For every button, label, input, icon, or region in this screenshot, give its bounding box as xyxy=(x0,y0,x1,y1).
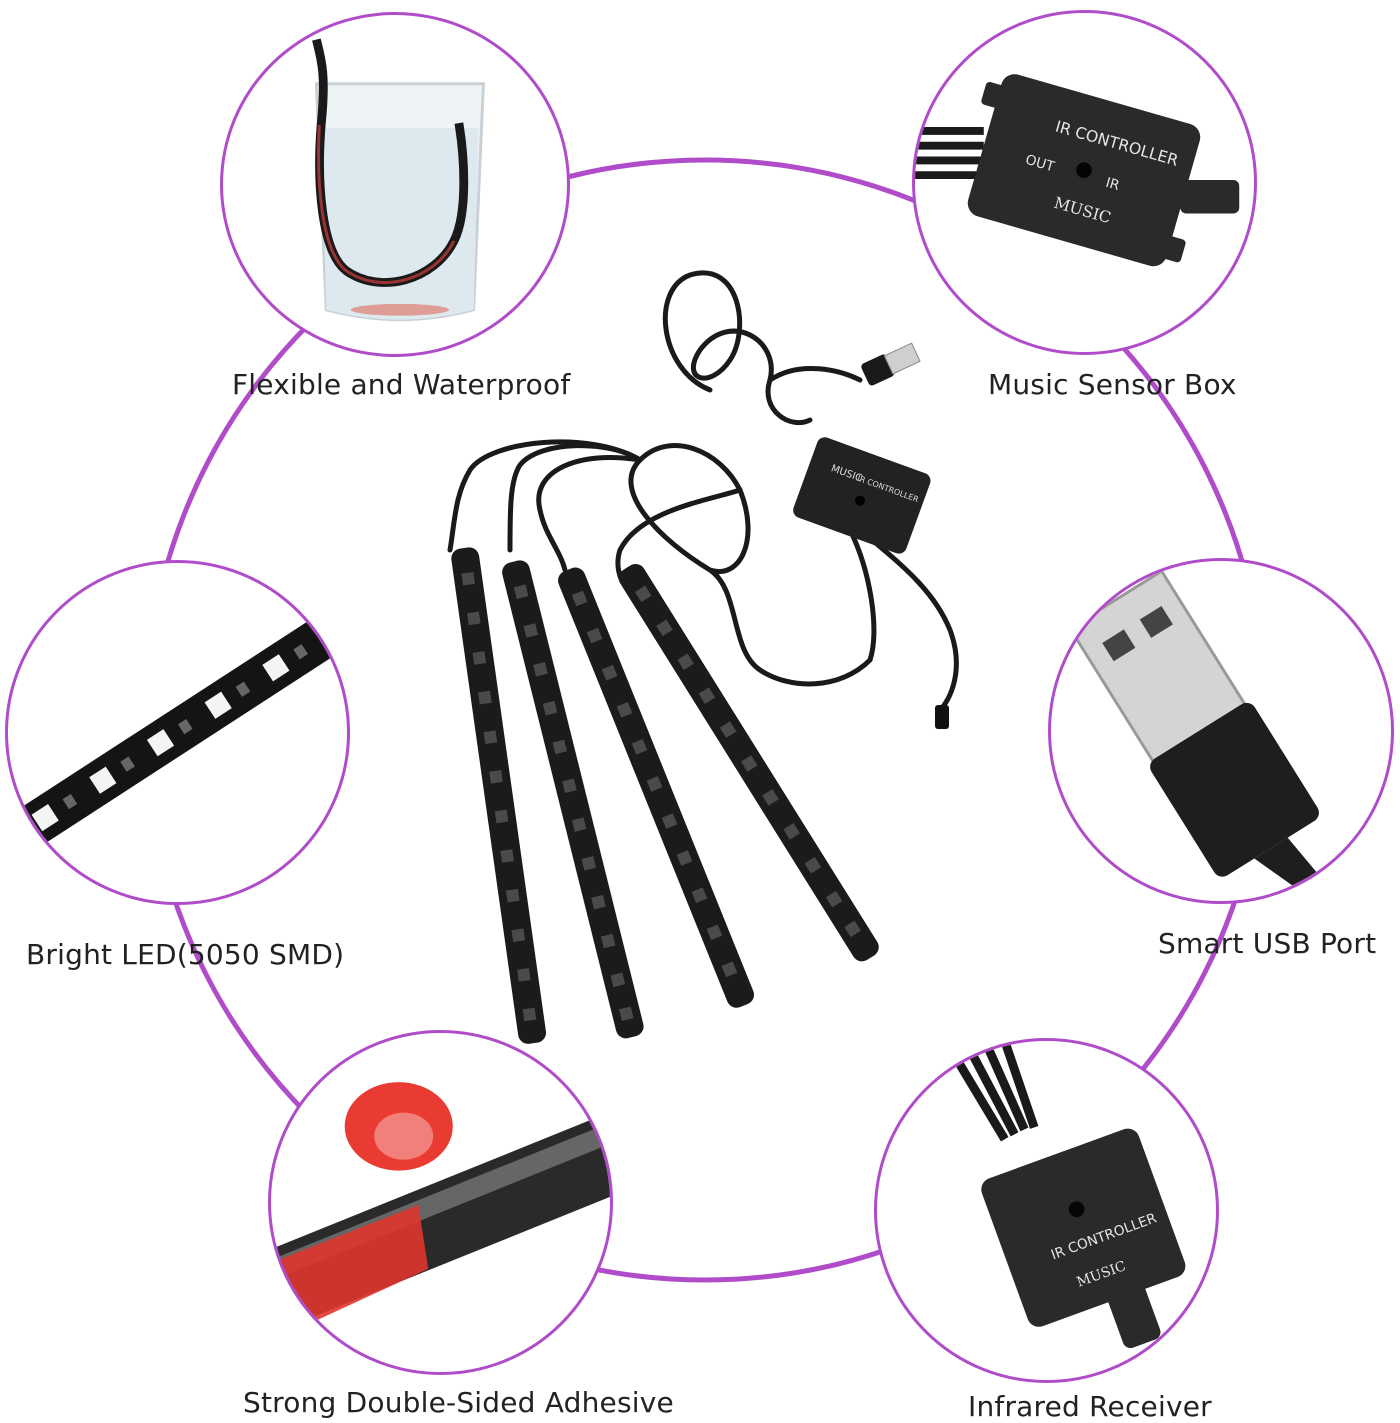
adhesive-feature-circle xyxy=(268,1030,613,1375)
controller-box: MUSIC IR CONTROLLER xyxy=(793,437,931,554)
music-box-label: Music Sensor Box xyxy=(988,368,1237,401)
usb-label: Smart USB Port xyxy=(1158,927,1377,960)
led-bars xyxy=(451,547,879,1044)
music-box-feature-circle: IR CONTROLLER OUT IR MUSIC xyxy=(912,10,1257,355)
adhesive-label: Strong Double-Sided Adhesive xyxy=(243,1386,674,1419)
usb-plug xyxy=(861,342,921,386)
glass-of-water-icon xyxy=(312,38,485,322)
box-ir-text: IR xyxy=(1104,175,1122,194)
adhesive-tape-icon xyxy=(271,1082,610,1346)
ir-receiver-icon: IR CONTROLLER MUSIC xyxy=(941,1041,1186,1349)
led-strip-kit-product: MUSIC IR CONTROLLER xyxy=(447,270,959,1044)
waterproof-label: Flexible and Waterproof xyxy=(232,368,571,401)
led-label: Bright LED(5050 SMD) xyxy=(26,938,345,971)
music-sensor-box-icon: IR CONTROLLER OUT IR MUSIC xyxy=(915,74,1240,267)
usb-plug-icon xyxy=(1067,569,1334,901)
connector-plug xyxy=(935,705,949,729)
led-feature-circle xyxy=(5,560,350,905)
receiver-feature-circle: IR CONTROLLER MUSIC xyxy=(874,1038,1219,1383)
waterproof-feature-circle xyxy=(220,12,570,357)
usb-feature-circle xyxy=(1048,558,1394,904)
box-out-text: OUT xyxy=(1024,152,1057,176)
led-strip-icon xyxy=(8,596,347,868)
receiver-label: Infrared Receiver xyxy=(968,1390,1212,1423)
